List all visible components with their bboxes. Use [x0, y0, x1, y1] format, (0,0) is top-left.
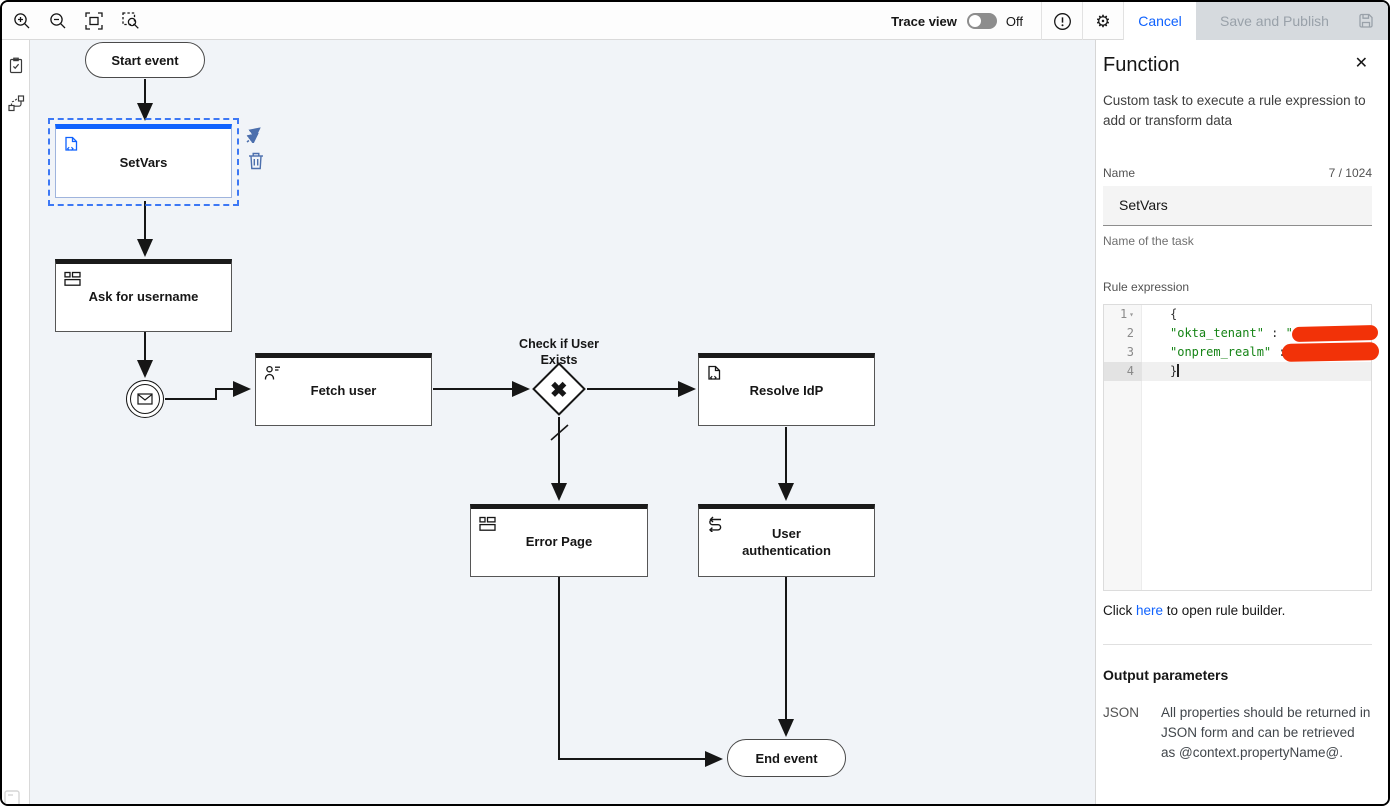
toolbar-divider [1082, 2, 1083, 40]
save-and-publish-button[interactable]: Save and Publish [1196, 2, 1388, 40]
rule-builder-link[interactable]: here [1136, 602, 1164, 618]
rule-builder-hint: Click here to open rule builder. [1103, 602, 1286, 618]
clipboard-check-icon [9, 57, 23, 73]
node-end-event[interactable]: End event [727, 739, 846, 777]
left-sidebar [2, 40, 30, 804]
trace-view-state: Off [1005, 13, 1023, 29]
output-description: All properties should be returned in JSO… [1161, 704, 1371, 761]
node-resolve-idp[interactable]: Resolve IdP [698, 353, 875, 426]
skip-to-node-button[interactable] [245, 122, 267, 144]
top-toolbar: Trace view Off ⚙ Cancel Save and Publish [2, 2, 1388, 40]
palette-flow-button[interactable] [2, 88, 30, 118]
trash-icon [249, 152, 263, 170]
function-code-icon [65, 136, 78, 151]
settings-button[interactable]: ⚙ [1083, 2, 1123, 40]
flow-canvas[interactable]: Start event SetVars Ask for username [30, 40, 1097, 804]
toolbar-divider [1041, 2, 1042, 40]
default-flow-marker [550, 424, 569, 441]
name-field-label: Name [1103, 165, 1136, 180]
delete-node-button[interactable] [245, 150, 267, 172]
envelope-icon [137, 393, 153, 405]
flow-connectors [137, 79, 794, 767]
gateway-label: Check if User Exists [519, 337, 599, 367]
zoom-out-icon [50, 13, 66, 29]
properties-panel: Function ✕ Custom task to execute a rule… [1095, 40, 1388, 804]
redirect-flow-icon [708, 516, 722, 532]
node-fetch-user[interactable]: Fetch user [255, 353, 432, 426]
trace-view-label: Trace view [891, 13, 957, 29]
node-setvars[interactable]: SetVars [55, 124, 232, 198]
panel-description: Custom task to execute a rule expression… [1103, 93, 1366, 129]
node-action-buttons [245, 122, 267, 172]
node-start-event[interactable]: Start event [85, 42, 205, 78]
fit-to-screen-icon [85, 12, 103, 30]
trace-view-toggle[interactable] [966, 13, 997, 29]
message-event-node[interactable] [126, 380, 164, 418]
name-input[interactable] [1103, 185, 1372, 226]
zoom-in-button[interactable] [8, 7, 36, 35]
section-divider [1103, 643, 1372, 645]
search-locate-icon [122, 12, 139, 29]
user-profile-icon [264, 365, 280, 380]
panel-title: Function [1103, 54, 1180, 76]
trace-arrows-icon [246, 127, 261, 143]
name-helper-text: Name of the task [1103, 233, 1194, 248]
node-error-page[interactable]: Error Page [470, 504, 648, 577]
code-line: 2 "okta_tenant" : " [1104, 324, 1379, 343]
name-char-counter: 7 / 1024 [1328, 165, 1372, 180]
gear-icon: ⚙ [1095, 11, 1111, 31]
rule-expression-editor[interactable]: 1 { 2 "okta_tenant" : " 3 "onprem_realm"… [1103, 303, 1380, 591]
toggle-knob [968, 15, 981, 27]
page-form-icon [479, 516, 496, 531]
redaction-mark [1281, 341, 1380, 362]
rule-expression-label: Rule expression [1103, 279, 1190, 294]
node-user-authentication[interactable]: User authentication [698, 504, 875, 577]
output-parameters-heading: Output parameters [1103, 666, 1229, 683]
toolbar-divider [1123, 2, 1124, 40]
event-inner-ring [130, 384, 160, 414]
close-icon: ✕ [1354, 55, 1368, 72]
output-parameter-row: JSON All properties should be returned i… [1103, 703, 1372, 764]
toolbar-right-group: Trace view Off ⚙ Cancel Save and Publish [891, 2, 1388, 40]
zoom-in-icon [14, 13, 30, 29]
minimap-icon [4, 790, 22, 804]
flow-connections-icon [7, 94, 24, 111]
code-line: 3 "onprem_realm" : " [1104, 341, 1380, 362]
info-button[interactable] [1042, 2, 1082, 40]
fold-caret-icon[interactable] [1127, 307, 1134, 321]
output-type-label: JSON [1103, 704, 1140, 720]
search-diagram-button[interactable] [117, 7, 145, 35]
save-icon [1359, 13, 1373, 28]
node-ask-for-username[interactable]: Ask for username [55, 259, 232, 332]
function-code-icon [708, 365, 721, 380]
redaction-mark [1291, 324, 1379, 342]
exclusive-gateway-x-icon: ✖ [550, 379, 568, 402]
editor-gutter [1104, 304, 1142, 590]
palette-tasks-button[interactable] [2, 50, 30, 80]
zoom-out-button[interactable] [44, 7, 72, 35]
info-icon [1053, 12, 1071, 30]
cancel-button[interactable]: Cancel [1124, 2, 1196, 40]
code-line-active: 4 } [1104, 361, 1371, 381]
text-cursor [1177, 363, 1179, 377]
selection-outline [48, 118, 239, 206]
close-panel-button[interactable]: ✕ [1351, 54, 1372, 74]
code-line: 1 { [1104, 305, 1371, 324]
page-form-icon [64, 271, 81, 286]
fit-to-screen-button[interactable] [80, 7, 108, 35]
